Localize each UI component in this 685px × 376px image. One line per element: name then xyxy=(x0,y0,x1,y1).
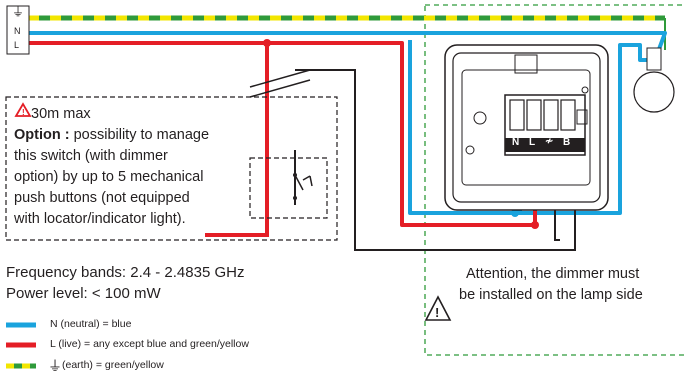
legend-neutral-label: N (neutral) = blue xyxy=(50,318,132,330)
legend-live-label: L (live) = any except blue and green/yel… xyxy=(50,338,249,350)
attention-warning-icon xyxy=(424,295,452,321)
power-level: Power level: < 100 mW xyxy=(6,285,161,302)
option-box-text: 30m max Option : possibility to manage t… xyxy=(14,104,209,230)
push-button-contact-1 xyxy=(293,173,297,177)
attention-line-1: Attention, the dimmer must xyxy=(466,266,640,282)
live-junction-2 xyxy=(531,221,539,229)
supply-terminal-block xyxy=(6,5,30,55)
svg-text:!: ! xyxy=(22,108,25,117)
attention-line-2: be installed on the lamp side xyxy=(459,287,643,303)
neutral-junction xyxy=(511,209,519,217)
push-button-symbol xyxy=(294,174,313,191)
option-text-3: option) by up to 5 mechanical xyxy=(14,169,204,185)
module-terminal-l: L xyxy=(529,137,536,148)
module-terminal-lamp: ≁ xyxy=(545,136,554,147)
option-label: Option : xyxy=(14,127,70,143)
traveller-wire-1 xyxy=(249,69,311,98)
neutral-wire xyxy=(28,31,667,215)
attention-note: Attention, the dimmer must be installed … xyxy=(459,264,643,306)
dimmer-module xyxy=(444,44,609,211)
distance-label: 30m max xyxy=(31,106,91,122)
option-box-frame xyxy=(5,96,338,241)
legend-earth-label: (earth) = green/yellow xyxy=(62,359,164,371)
push-button-box xyxy=(249,157,328,219)
legend-earth-symbol: ⏚ xyxy=(48,358,62,374)
terminal-neutral-label: N xyxy=(14,26,21,36)
terminal-earth-label: ⏚ xyxy=(12,5,25,19)
lamp-side-enclosure xyxy=(424,4,685,356)
frequency-bands: Frequency bands: 2.4 - 2.4835 GHz xyxy=(6,264,245,281)
module-terminal-n: N xyxy=(512,137,520,148)
option-text-4: push buttons (not equipped xyxy=(14,190,190,206)
module-terminal-b: B xyxy=(563,137,571,148)
option-text-2: this switch (with dimmer xyxy=(14,148,168,164)
lamp-icon xyxy=(633,47,675,113)
svg-text:!: ! xyxy=(435,305,439,320)
traveller-wire-2 xyxy=(295,69,576,251)
option-text-1: possibility to manage xyxy=(69,127,210,143)
live-junction xyxy=(263,39,271,47)
option-text-5: with locator/indicator light). xyxy=(14,211,186,227)
terminal-live-label: L xyxy=(14,40,20,50)
live-wire-switch xyxy=(205,43,269,237)
push-button-contact-2 xyxy=(293,196,297,200)
warning-icon xyxy=(14,102,32,117)
specs-block: Frequency bands: 2.4 - 2.4835 GHz Power … xyxy=(6,262,244,304)
